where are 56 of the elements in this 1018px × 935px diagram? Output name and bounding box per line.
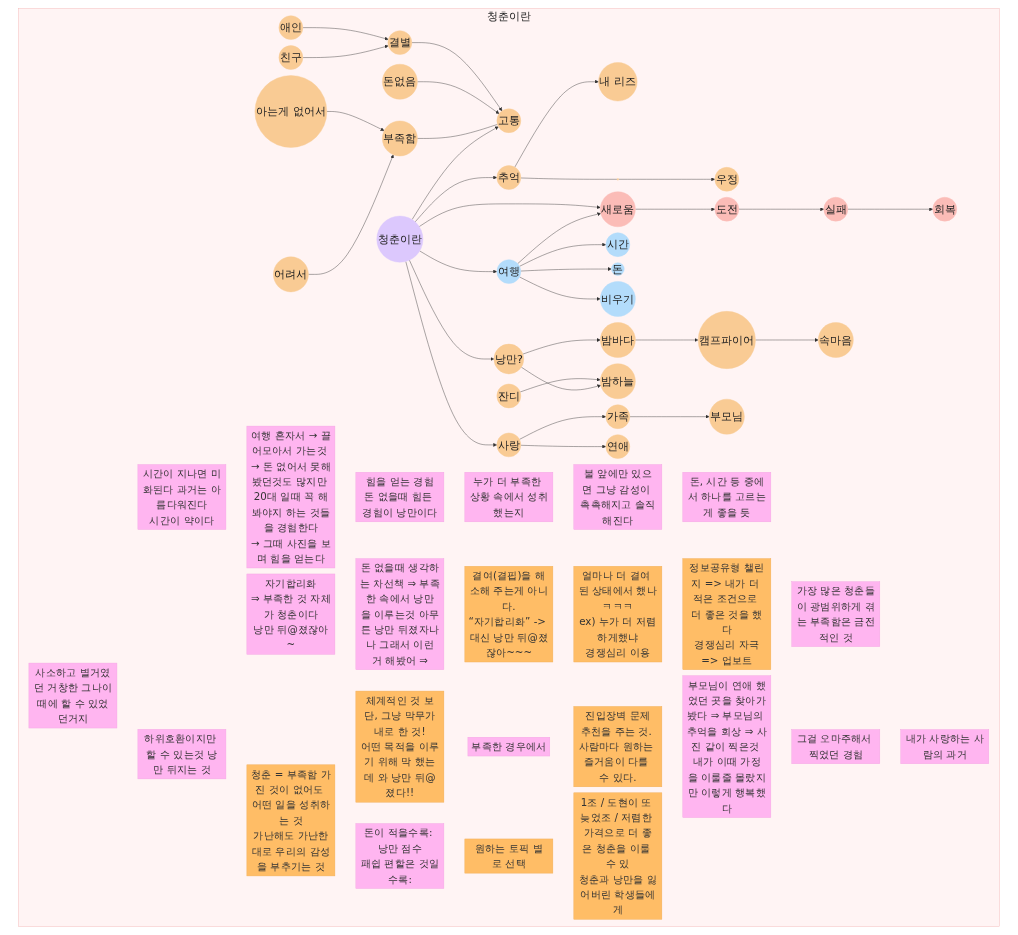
node-box: 얼마나 더 결여 된 상태에서 했나ㅋㅋㅋ ex) 누가 더 저렴하게했냐 경쟁심리 이용 bbox=[573, 566, 663, 663]
node-box: 시간이 지나면 미화된다 과거는 아름다워진다 시간이 약이다 bbox=[137, 464, 227, 530]
node-circle: 시간 bbox=[605, 232, 631, 257]
node-circle: 결별 bbox=[387, 30, 413, 55]
node-circle: 속마음 bbox=[818, 322, 854, 358]
node-box: 내가 사랑하는 사람의 과거 bbox=[900, 729, 990, 764]
node-box: 불 앞에만 있으면 그냥 감성이 촉촉해지고 솔직해진다 bbox=[573, 464, 663, 530]
node-circle: 아는게 없어서 bbox=[254, 75, 328, 148]
node-circle: 돈 bbox=[611, 262, 625, 276]
node-box: 힘을 얻는 경험 돈 없을때 힘든 경험이 낭만이다 bbox=[355, 472, 445, 523]
node-circle: 추억 bbox=[496, 165, 522, 190]
node-box: 체계적인 것 보단, 그냥 막무가내로 한 것! 어떤 목적을 이루기 위해 막 했는데 와 낭만 뒤@졌다!! bbox=[355, 690, 445, 803]
node-circle: 어려서 bbox=[273, 256, 309, 293]
node-circle: 친구 bbox=[278, 45, 304, 70]
node-circle: 부모님 bbox=[709, 398, 745, 435]
node-circle: 가족 bbox=[605, 404, 631, 429]
node-box: 가장 많은 청춘들이 광범위하게 겪는 부족함은 금전적인 것 bbox=[791, 581, 881, 647]
node-box: 하위호환이지만 할 수 있는것 낭만 뒤지는 것 bbox=[137, 729, 227, 780]
node-box: 돈이 적을수록: 낭만 점수 패쉽 편할은 것일수록: bbox=[355, 823, 445, 889]
node-circle: 고통 bbox=[496, 108, 522, 133]
node-circle: 회복 bbox=[932, 197, 958, 222]
node-circle: 잔디 bbox=[496, 383, 522, 409]
node-box: 부모님이 연애 했었던 곳을 찾아가봤다 ⇒ 부모님의 추억을 회상 ⇒ 사진 같이 찍은것 내가 이때 가정을 이룰줄 몰랐지만 이렇게 행복했다 bbox=[682, 675, 772, 818]
node-circle: 연애 bbox=[605, 434, 631, 459]
node-circle: 밤바다 bbox=[600, 322, 636, 358]
node-circle: 여행 bbox=[496, 259, 522, 284]
node-box: 청춘 = 부족함 가진 것이 없어도 어떤 일을 성취하는 것 가난해도 가난한대로 우리의 감성을 부추기는 것 bbox=[246, 764, 336, 877]
node-circle: 새로움 bbox=[600, 191, 636, 227]
node-box: 결여(결핍)을 해소해 주는게 아니다. “자기합리화” -> 대신 낭만 뒤@졌잖아~~~ bbox=[464, 566, 554, 663]
node-box: 정보공유형 챌린지 => 내가 더 적은 조건으로 더 좋은 것을 했다 경쟁심리 자극 => 업보트 bbox=[682, 558, 772, 670]
node-circle: 청춘이란 bbox=[376, 215, 424, 263]
node-circle: 도전 bbox=[714, 197, 740, 222]
node-circle: 캠프파이어 bbox=[698, 311, 756, 369]
node-box: 1조 / 도현이 또 늦었조 / 저렴한 가격으로 더 좋은 청춘을 이룰 수 있 청춘과 낭만을 잃어버린 학생들에게 bbox=[573, 792, 663, 920]
node-box: 진입장벽 문제 추천을 주는 것. 사람마다 원하는 즐거움이 다를 수 있다. bbox=[573, 706, 663, 788]
connector bbox=[417, 124, 498, 139]
node-circle: 낭만? bbox=[493, 343, 525, 375]
node-box: 돈, 시간 등 중에서 하나를 고르는게 좋을 듯 bbox=[682, 472, 772, 523]
node-circle: 돈없음 bbox=[382, 64, 418, 100]
node-box: 자기합리화 ⇒ 부족한 것 자체가 청춘이다 낭만 뒤@졌잖아~ bbox=[246, 573, 336, 655]
node-circle: 내 리즈 bbox=[598, 62, 638, 102]
node-box: 여행 혼자서 → 끌어모아서 가는것 → 돈 없어서 못해봤던것도 많지만 20대 일때 꼭 해봐야지 하는 것들을 경험한다 → 그때 사진을 보며 힘을 얻는다 bbox=[246, 425, 336, 569]
node-box: 원하는 토픽 별로 선택 bbox=[464, 838, 554, 874]
node-box: 돈 없을때 생각하는 차선책 ⇒ 부족한 속에서 낭만을 이루는것 아무튼 낭만 뒤졌자나 나 그래서 이런거 해봤어 ⇒ bbox=[355, 558, 445, 670]
node-circle: 애인 bbox=[278, 15, 304, 40]
node-box: 부족한 경우에서 bbox=[467, 737, 551, 757]
node-circle bbox=[616, 178, 620, 181]
node-circle: 사랑 bbox=[496, 432, 522, 458]
node-circle: 우정 bbox=[714, 167, 740, 192]
node-circle: 실패 bbox=[823, 197, 849, 222]
node-circle: 비우기 bbox=[600, 281, 636, 317]
node-circle: 밤하늘 bbox=[600, 363, 636, 399]
node-box: 사소하고 별거였던 거창한 그나이때에 할 수 있었던거지 bbox=[28, 662, 118, 729]
node-box: 그걸 오마주해서 찍었던 경험 bbox=[791, 729, 881, 764]
node-box: 누가 더 부족한 상황 속에서 성취했는지 bbox=[464, 472, 554, 523]
node-circle: 부족함 bbox=[382, 120, 418, 157]
